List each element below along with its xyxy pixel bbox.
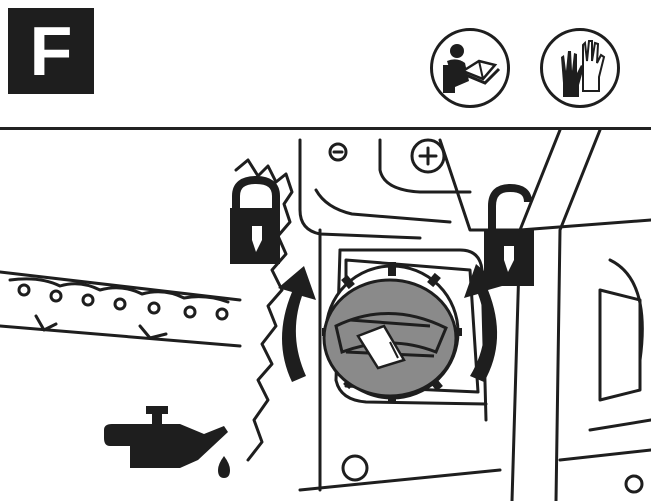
oil-cap (322, 262, 462, 402)
read-manual-icon (430, 28, 510, 108)
step-letter-badge: F (8, 8, 94, 94)
locked-padlock-icon (230, 175, 280, 264)
oil-can-icon (104, 406, 230, 478)
rotate-right-arrow-icon (464, 264, 502, 382)
rotate-left-arrow-icon (278, 266, 316, 382)
saw-chain (0, 270, 242, 348)
unlocked-padlock-icon (484, 183, 534, 286)
oil-cap-illustration (0, 130, 651, 501)
saw-body (234, 130, 651, 501)
panel-header: F (0, 0, 651, 130)
protective-gloves-icon (540, 28, 620, 108)
